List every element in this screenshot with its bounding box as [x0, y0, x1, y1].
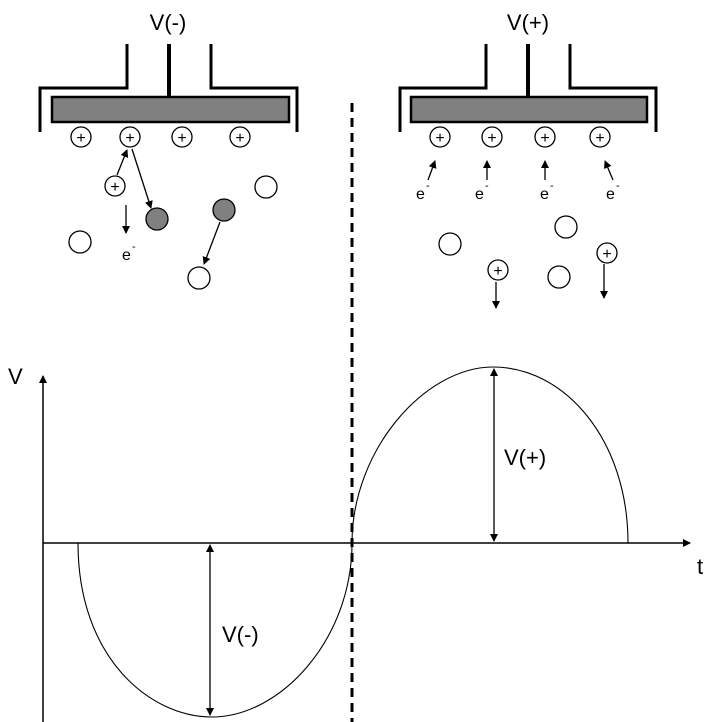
ion: +	[596, 242, 618, 264]
ion: +	[70, 126, 92, 148]
svg-text:-: -	[616, 180, 620, 192]
electron: e -	[122, 241, 136, 264]
svg-text:+: +	[235, 130, 244, 147]
excited-neutral	[212, 198, 236, 222]
svg-text:e: e	[475, 186, 484, 203]
voltage-graph: V t V(-) V(+)	[8, 364, 703, 722]
right-shield-right	[568, 44, 658, 132]
svg-text:+: +	[435, 130, 444, 147]
ion: +	[481, 126, 503, 148]
svg-text:+: +	[125, 130, 134, 147]
neutral	[68, 230, 92, 254]
left-plate-ions: + + + +	[70, 126, 251, 148]
svg-text:e: e	[122, 247, 131, 264]
ion: +	[487, 259, 509, 281]
neutral	[187, 266, 211, 290]
electron: e-	[606, 180, 620, 203]
positive-half-cycle	[351, 366, 629, 544]
electron: e-	[416, 180, 430, 203]
ion: +	[104, 175, 126, 197]
svg-text:+: +	[76, 130, 85, 147]
electron-arrow	[604, 160, 614, 181]
svg-text:+: +	[493, 263, 502, 280]
ion: +	[229, 126, 251, 148]
excited-neutral	[145, 207, 169, 231]
svg-text:-: -	[426, 180, 430, 192]
neutral	[254, 175, 278, 199]
svg-text:e: e	[416, 186, 425, 203]
neutral	[438, 232, 462, 256]
svg-text:-: -	[550, 180, 554, 192]
svg-text:+: +	[595, 130, 604, 147]
svg-text:+: +	[602, 246, 611, 263]
right-electrode: V(+)	[398, 10, 658, 132]
neutral-arrow	[202, 221, 221, 265]
y-axis-label: V	[8, 364, 23, 389]
ion: +	[534, 126, 556, 148]
electron: e-	[475, 180, 489, 203]
left-electrode: V(-)	[38, 10, 299, 132]
right-electrode-label: V(+)	[507, 10, 549, 35]
ion: +	[119, 126, 141, 148]
right-shield-left	[398, 44, 488, 132]
svg-text:+: +	[487, 130, 496, 147]
left-shield-right	[209, 44, 299, 132]
right-plasma: + +	[438, 215, 618, 309]
left-electrode-label: V(-)	[150, 10, 187, 35]
electron-arrow	[427, 160, 437, 181]
neutral	[554, 215, 578, 239]
x-axis-label: t	[697, 554, 703, 579]
ion-arrow	[131, 148, 153, 209]
ion-arrow	[116, 149, 129, 176]
svg-text:+: +	[110, 179, 119, 196]
right-plate-ions: + + + +	[429, 126, 611, 148]
electron: e-	[540, 180, 554, 203]
ion: +	[171, 126, 193, 148]
right-electrons: e- e- e- e-	[416, 160, 620, 203]
svg-text:+: +	[540, 130, 549, 147]
svg-text:+: +	[177, 130, 186, 147]
svg-text:e: e	[540, 186, 549, 203]
left-shield-left	[38, 44, 129, 132]
svg-text:e: e	[606, 186, 615, 203]
neutral	[547, 265, 571, 289]
left-plasma: + e -	[68, 148, 278, 290]
ion: +	[429, 126, 451, 148]
positive-amplitude-label: V(+)	[504, 445, 546, 470]
svg-text:-: -	[132, 241, 136, 253]
ion: +	[589, 126, 611, 148]
left-electrode-plate	[50, 95, 291, 124]
right-electrode-plate	[409, 95, 649, 124]
svg-text:-: -	[485, 180, 489, 192]
negative-amplitude-label: V(-)	[222, 622, 259, 647]
negative-half-cycle	[77, 542, 353, 718]
